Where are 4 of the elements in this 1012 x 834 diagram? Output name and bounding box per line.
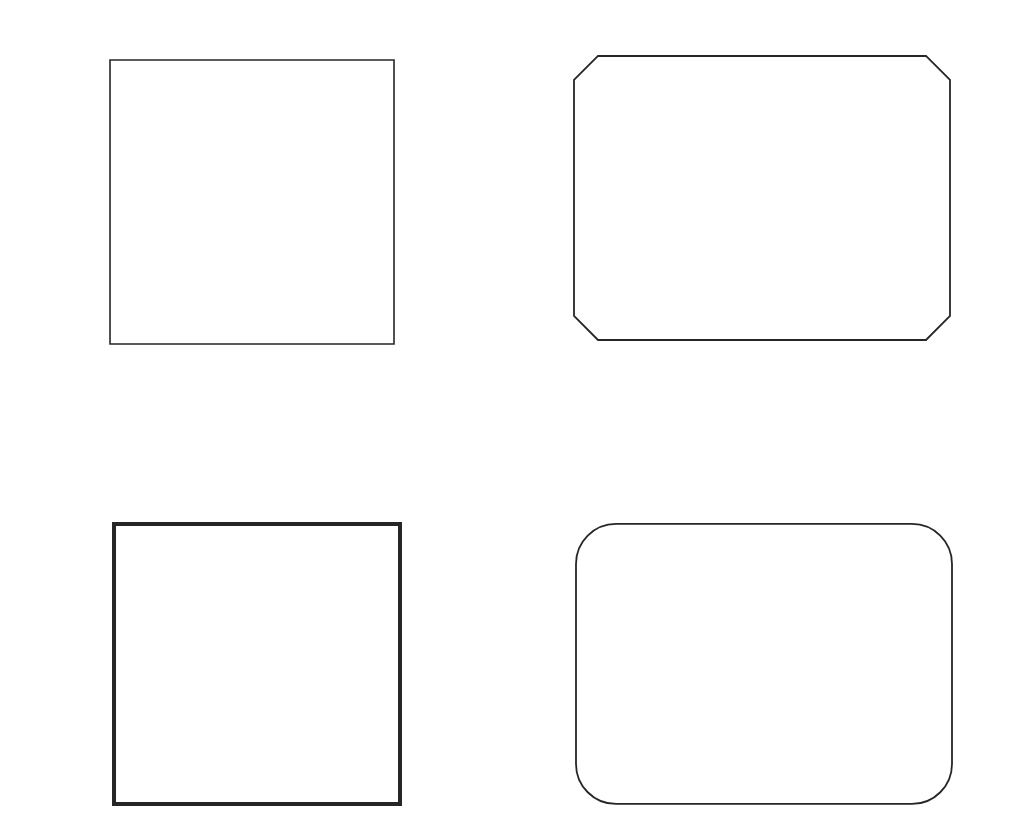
- chamfered-box: [573, 55, 951, 341]
- square-box: [112, 521, 402, 806]
- rounded-box: [575, 523, 953, 805]
- square-box: [109, 59, 395, 345]
